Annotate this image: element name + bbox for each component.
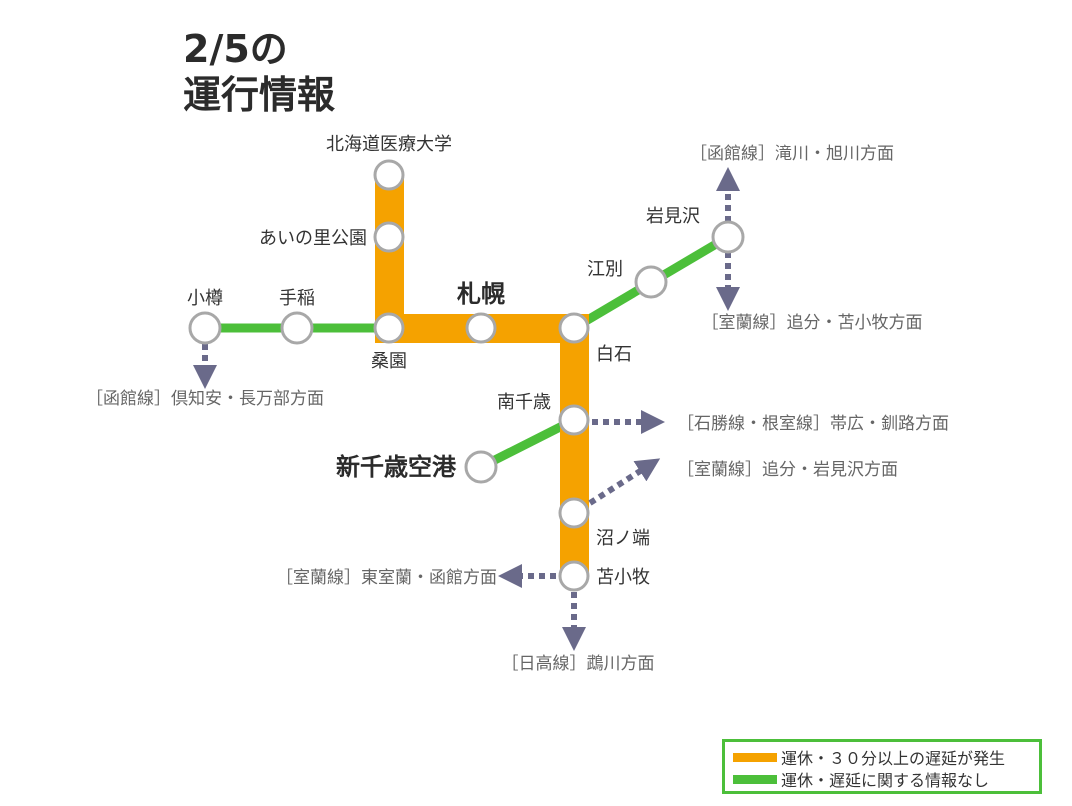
station-iwamizawa[interactable] bbox=[711, 220, 745, 254]
station-minami-chitose[interactable] bbox=[558, 404, 590, 436]
station-numanohata[interactable] bbox=[558, 497, 590, 529]
station-soen[interactable] bbox=[373, 312, 405, 344]
dir-sekisho: ［石勝線・根室線］帯広・釧路方面 bbox=[677, 414, 949, 434]
legend-label: 運休・遅延に関する情報なし bbox=[781, 771, 990, 790]
label-ebetsu: 江別 bbox=[587, 259, 623, 280]
station-teine[interactable] bbox=[280, 311, 314, 345]
label-minami-chitose: 南千歳 bbox=[497, 392, 551, 413]
dir-muroran-oiwake-iwamizawa: ［室蘭線］追分・岩見沢方面 bbox=[677, 460, 898, 480]
legend: 運休・３０分以上の遅延が発生 運休・遅延に関する情報なし bbox=[722, 739, 1042, 794]
label-ainosato: あいの里公園 bbox=[259, 228, 367, 249]
stations bbox=[188, 159, 745, 592]
legend-swatch-green bbox=[733, 774, 777, 784]
station-ebetsu[interactable] bbox=[634, 265, 668, 299]
direction-arrows bbox=[193, 167, 740, 651]
line-minamichitose-airport bbox=[478, 415, 577, 472]
label-teine: 手稲 bbox=[279, 288, 315, 309]
label-new-chitose: 新千歳空港 bbox=[336, 453, 457, 481]
station-sapporo[interactable] bbox=[465, 312, 497, 344]
title-line-heading: 運行情報 bbox=[183, 73, 336, 117]
title-line-date: 2/5の bbox=[183, 27, 288, 71]
station-shiroishi[interactable] bbox=[558, 312, 590, 344]
line-chitose bbox=[560, 314, 589, 576]
label-otaru: 小樽 bbox=[187, 288, 223, 309]
station-otaru[interactable] bbox=[188, 311, 222, 345]
label-hokkaido-iryo: 北海道医療大学 bbox=[326, 134, 452, 155]
dir-muroran-east: ［室蘭線］東室蘭・函館方面 bbox=[276, 568, 497, 588]
label-iwamizawa: 岩見沢 bbox=[646, 206, 700, 227]
legend-label: 運休・３０分以上の遅延が発生 bbox=[781, 749, 1006, 768]
label-sapporo: 札幌 bbox=[456, 280, 505, 308]
legend-item-normal: 運休・遅延に関する情報なし bbox=[733, 768, 1031, 790]
dir-hakodate-north: ［函館線］滝川・旭川方面 bbox=[690, 144, 894, 164]
dir-muroran-oiwake-tomakomai: ［室蘭線］追分・苫小牧方面 bbox=[702, 313, 923, 333]
legend-item-suspended: 運休・３０分以上の遅延が発生 bbox=[733, 746, 1031, 768]
label-shiroishi: 白石 bbox=[596, 344, 632, 365]
suspended-lines bbox=[375, 175, 589, 576]
station-tomakomai[interactable] bbox=[558, 560, 590, 592]
label-tomakomai: 苫小牧 bbox=[596, 567, 650, 588]
station-new-chitose[interactable] bbox=[464, 450, 498, 484]
arrow-ne-iwamizawa bbox=[588, 458, 661, 506]
legend-swatch-orange bbox=[733, 752, 777, 762]
label-numanohata: 沼ノ端 bbox=[596, 528, 650, 549]
station-ainosato[interactable] bbox=[373, 221, 405, 253]
dir-hakodate-west: ［函館線］倶知安・長万部方面 bbox=[86, 389, 324, 409]
label-soen: 桑園 bbox=[371, 351, 407, 372]
page-title: 2/5の 運行情報 bbox=[183, 26, 335, 118]
dir-hidaka: ［日高線］鵡川方面 bbox=[502, 654, 655, 674]
station-hokkaido-iryo[interactable] bbox=[373, 159, 405, 191]
